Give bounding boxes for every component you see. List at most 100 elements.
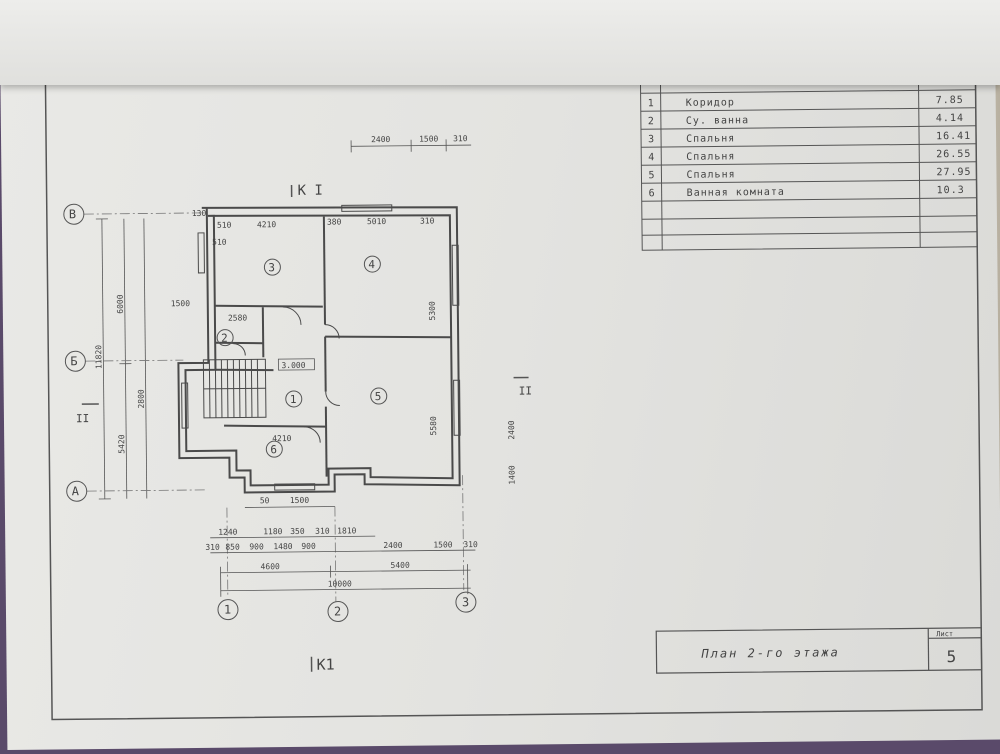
row-area: 16.41 [936,131,971,142]
dim-label: 2400 [507,420,516,440]
row-num: 6 [649,188,656,199]
row-area: 26.55 [936,149,971,160]
room-number: 1 [290,393,297,406]
dim-label: 50 [260,496,270,505]
row-num: 4 [648,152,655,163]
row-num: 5 [648,170,655,181]
dim-label: 5420 [117,434,126,454]
dim-label: 2400 [371,135,391,144]
room-number: 4 [368,258,375,271]
row-name: Спальня [686,169,735,181]
dim-label: 900 [301,542,316,551]
section-label: II [76,412,89,425]
dim-label: 310 [205,543,220,552]
axis-label: 1 [224,603,231,617]
row-name: Ванная комната [687,187,785,199]
row-area: 27.95 [936,167,971,178]
drawing-sheet: 1 Коридор 7.85 2 Су. ванна 4.14 3 Спальн… [0,30,1000,750]
staircase [203,359,266,418]
room-table-row: 2 Су. ванна 4.14 [648,113,964,127]
dim-label: 1500 [433,540,453,549]
axis-label: 2 [334,604,341,618]
section-mark: II [514,377,532,397]
overlapping-page [0,0,1000,85]
room-number: 3 [268,261,275,274]
row-num: 3 [648,134,655,145]
dim-label: 4600 [260,562,280,571]
dim-label: 350 [290,527,305,536]
dim-label: 2800 [137,389,146,409]
section-mark: К1 [311,656,334,674]
dim-label: 1500 [419,134,439,143]
dim-label: 11820 [94,345,103,369]
axis-bubble-3: 3 [456,592,476,612]
room-table-row: 6 Ванная комната 10.3 [649,185,965,199]
windows [180,204,461,491]
axis-label: 3 [462,595,469,609]
axis-bubble-b: Б [65,351,85,371]
section-mark: К I [292,183,323,199]
dim-label: 1240 [218,528,238,537]
dim-label: 1810 [337,526,357,535]
axis-bubble-a: А [67,481,87,501]
room-number: 5 [375,390,382,403]
dim-label: 310 [420,216,435,225]
dim-label: 10000 [328,579,352,588]
doors [233,306,340,443]
dim-label: 310 [463,540,478,549]
walls [177,205,460,493]
dim-label: 1400 [507,465,516,485]
dim-label: 1480 [273,542,293,551]
floor-plan-drawing: 1 Коридор 7.85 2 Су. ванна 4.14 3 Спальн… [0,30,1000,750]
row-num: 1 [648,98,655,109]
sheet-number: 5 [946,647,956,666]
room-number: 6 [270,443,277,456]
level-mark: 3.000 [281,361,305,370]
dim-label: 5580 [429,416,438,436]
room-table-row: 1 Коридор 7.85 [648,95,964,109]
room-number: 2 [221,332,228,345]
dim-label: 5010 [367,217,387,226]
room-labels [216,256,387,458]
row-name: Су. ванна [686,115,749,127]
axis-bubble-1: 1 [218,600,238,620]
row-name: Коридор [686,97,735,109]
dim-label: 380 [327,217,342,226]
dim-label: 130 [192,209,207,218]
room-table-row: 3 Спальня 16.41 [648,131,971,145]
dim-label: 1180 [263,527,283,536]
dim-label: 510 [212,238,227,247]
dim-label: 6000 [116,294,125,314]
row-area: 4.14 [936,113,964,124]
dim-label: 5300 [428,301,437,321]
dim-label: 2400 [383,541,403,550]
dim-label: 1500 [171,299,191,308]
row-name: Спальня [686,133,735,145]
dim-label: 310 [315,527,330,536]
left-dimension-lines [96,219,147,499]
dim-label: 5400 [390,561,410,570]
dim-label: 900 [249,542,264,551]
dim-label: 2580 [228,313,248,322]
sheet-label: Лист [936,630,953,638]
section-label: К I [298,183,323,199]
section-mark: II [76,404,99,425]
axis-bubble-2: 2 [328,601,348,621]
dim-label: 850 [225,543,240,552]
axis-label: Б [70,354,77,368]
room-table-row: 5 Спальня 27.95 [648,167,971,181]
room-table-row: 4 Спальня 26.55 [648,149,971,163]
section-label: К1 [316,656,334,674]
dim-label: 4210 [257,220,277,229]
dim-label: 510 [217,221,232,230]
axis-label: В [69,207,76,221]
dim-label: 1500 [290,496,310,505]
axis-label: А [72,484,80,498]
dim-label: 310 [453,134,468,143]
row-num: 2 [648,116,655,127]
row-name: Спальня [686,151,735,163]
axis-bubble-v: В [64,204,84,224]
sheet-title: План 2-го этажа [700,645,840,660]
section-label: II [519,384,532,397]
